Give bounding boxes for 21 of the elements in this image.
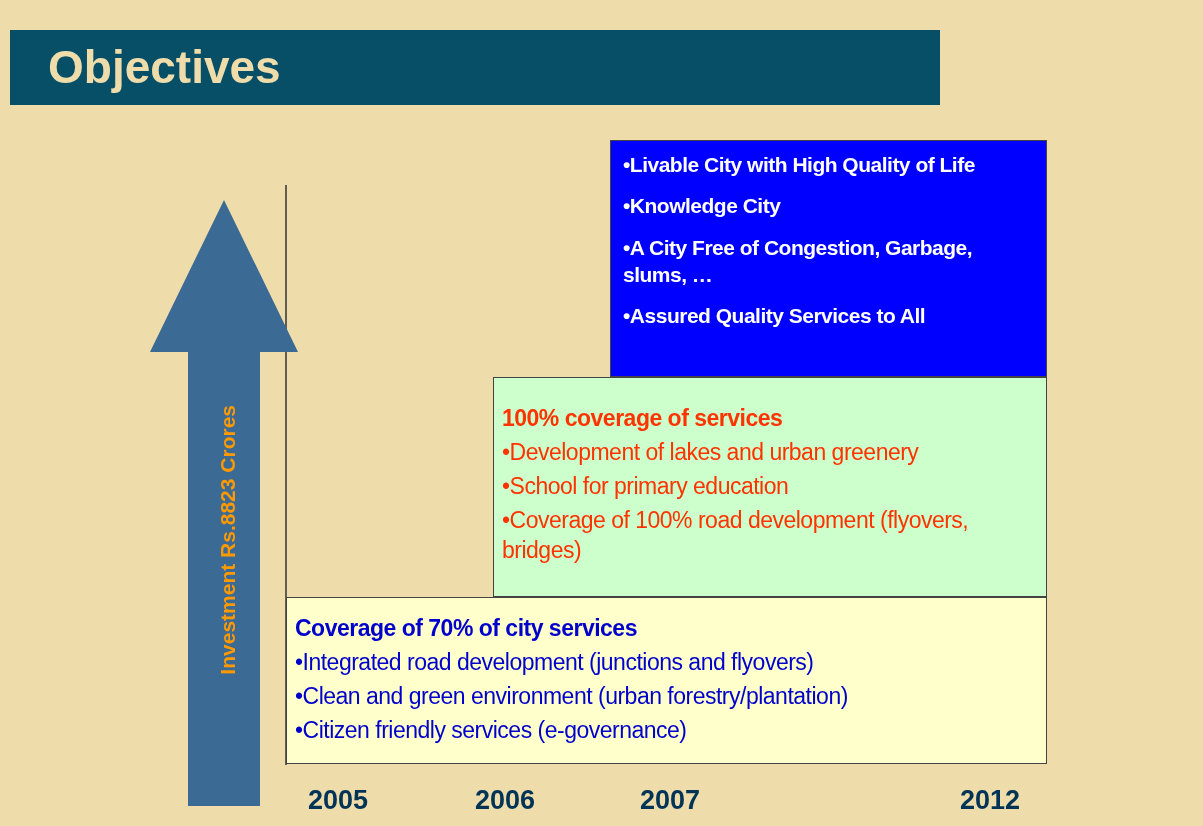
bullet-item: •Development of lakes and urban greenery: [502, 437, 920, 467]
bullet-item: •Assured Quality Services to All: [623, 303, 927, 330]
bullet-item: •Integrated road development (junctions and flyovers): [295, 647, 815, 677]
bullet-item: •School for primary education: [502, 471, 790, 501]
year-label: 2007: [640, 785, 701, 816]
bullet-item: •Clean and green environment (urban forestry/plantation): [295, 681, 849, 711]
year-label: 2005: [308, 785, 369, 816]
bullet-item: •Citizen friendly services (e-governance): [295, 715, 688, 745]
bullet-item: •Livable City with High Quality of Life: [623, 152, 976, 178]
bullet-item: •A City Free of Congestion, Garbage, slums, …: [623, 234, 974, 288]
box-heading: Coverage of 70% of city services: [295, 614, 638, 643]
bullet-item: •Coverage of 100% road development (flyovers, bridges): [502, 505, 970, 565]
year-label: 2006: [475, 785, 536, 816]
stage-box: [286, 597, 1047, 764]
slide-title: Objectives: [10, 30, 940, 105]
stage-box: [610, 140, 1047, 377]
bullet-item: •Knowledge City: [623, 193, 782, 220]
box-heading: 100% coverage of services: [502, 404, 784, 433]
year-label: 2012: [960, 785, 1021, 816]
axis-label: Investment Rs.8823 Crores: [215, 405, 240, 675]
stage-box: [493, 377, 1047, 597]
